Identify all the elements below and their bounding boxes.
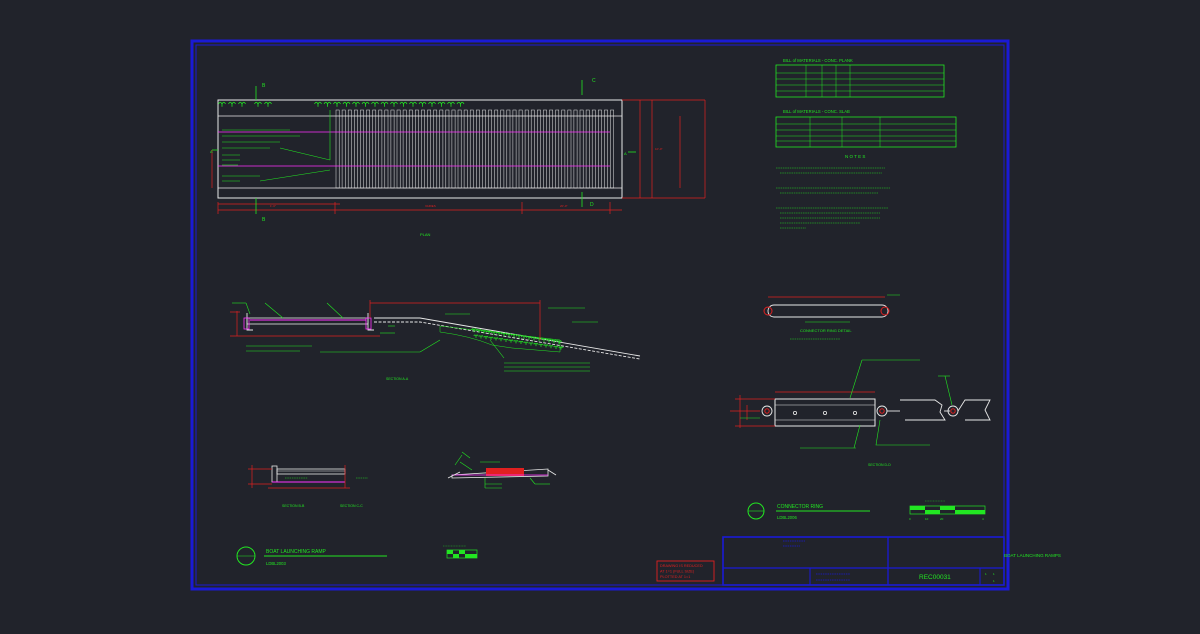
bom-plank-title: BILL of MATERIALS - CONC. PLANK [783,58,853,63]
title-block-sheet-number: REC00031 [919,574,951,581]
section-c-c [447,451,557,489]
plan-slats [335,109,614,189]
section-c-c-label: SECTION C-C [340,504,363,508]
stamp-line-1: DRAWING IS REDUCED [660,564,703,568]
section-b-b-label: SECTION B-B [282,504,305,508]
section-b-b: SECTION B-B SECTION C-C [248,465,368,508]
stamp-line-2: AT 1=1 (FULL SIZE) [660,570,695,574]
svg-text:1: 1 [993,579,995,583]
sheet-frame-inner [195,44,1005,586]
title-block: BOAT LAUNCHING RAMPS REC00031 1 1 1 [722,536,1061,586]
plan-vegetation [218,101,465,107]
svg-text:0: 0 [909,517,911,521]
plan-label: PLAN [420,232,431,237]
boat-ramp-title: BOAT LAUNCHING RAMP [266,549,326,555]
section-mark-b-bottom: B [262,217,266,223]
stamp-line-3: PLOTTED AT 1=1 [660,575,690,579]
section-d-d: SECTION D-D [730,359,991,467]
connector-ring-title: CONNECTOR RING [777,504,823,510]
title-block-project: BOAT LAUNCHING RAMPS [1004,553,1061,558]
svg-text:VARIES: VARIES [425,204,436,208]
section-a-a: SECTION A-A [230,300,641,381]
section-mark-a-right: A [624,151,627,156]
svg-text:1'-0": 1'-0" [270,204,276,208]
connector-ring-detail: CONNECTOR RING DETAIL [763,294,900,340]
scale-bar-right: 0 10 20 4 [909,500,986,521]
sheet-frame-outer [190,39,1010,591]
reduction-stamp: DRAWING IS REDUCED AT 1=1 (FULL SIZE) PL… [656,560,715,582]
plan-view: 1'-0" VARIES 20'-0" 10'-0" B B C D A A PLA… [210,78,706,237]
svg-text:10'-0": 10'-0" [655,147,663,151]
svg-text:1: 1 [985,572,987,576]
bom-slab-title: BILL of MATERIALS - CONC. SLAB [783,109,850,114]
connector-ring-detail-label: CONNECTOR RING DETAIL [800,328,852,333]
section-mark-b-top: B [262,83,266,89]
section-mark-c-top: C [592,78,596,84]
section-a-vegetation [471,328,564,350]
connector-ring-titleblock: CONNECTOR RING LDBL2006 [747,502,870,520]
connector-ring-code: LDBL2006 [777,515,797,520]
notes-title: N O T E S [845,154,865,159]
svg-text:4: 4 [982,517,984,521]
section-mark-d-bottom: D [590,202,594,208]
bill-of-materials: BILL of MATERIALS - CONC. PLANK BILL of … [775,58,957,229]
svg-text:10: 10 [925,517,929,521]
section-mark-a-left: A [210,149,213,154]
section-d-d-label: SECTION D-D [868,463,891,467]
scale-bar-left [443,545,478,559]
svg-text:20: 20 [940,517,944,521]
svg-text:1: 1 [993,572,995,576]
boat-ramp-code: LDBL2003 [266,561,286,566]
section-a-a-label: SECTION A-A [386,377,409,381]
svg-text:20'-0": 20'-0" [560,204,568,208]
boat-ramp-titleblock: BOAT LAUNCHING RAMP LDBL2003 [236,546,387,566]
